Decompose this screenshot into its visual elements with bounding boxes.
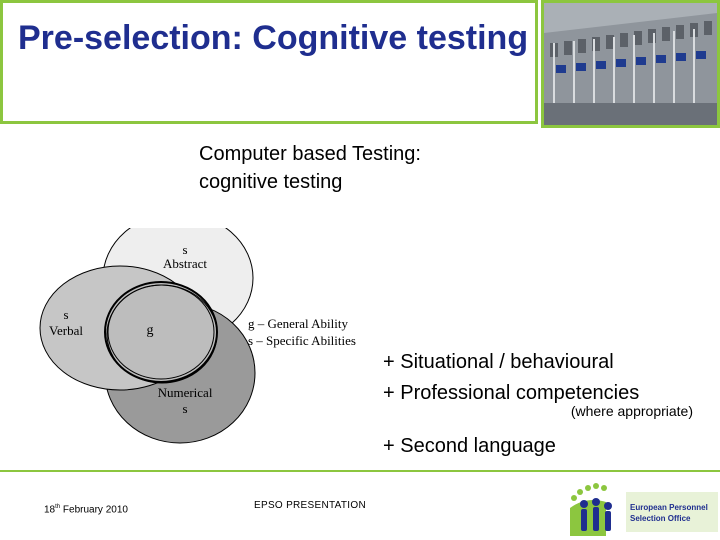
verbal-label: Verbal [49,323,83,338]
logo-line-2: Selection Office [630,514,691,523]
logo-line-1: European Personnel [630,503,708,512]
numerical-s-label: s [182,401,187,416]
subtitle: Computer based Testing: cognitive testin… [199,140,421,196]
building-photo-image [544,3,717,125]
footer-divider [0,470,720,472]
legend-specific-abilities: s – Specific Abilities [248,333,356,348]
title-box: Pre-selection: Cognitive testing [0,0,538,124]
footer-date: 18th February 2010 [44,504,128,515]
bullet-situational: + Situational / behavioural [383,351,614,373]
footer-presentation: EPSO PRESENTATION [254,500,366,511]
legend-general-ability: g – General Ability [248,316,349,331]
bullet-second-language: + Second language [383,435,556,457]
epso-logo: European Personnel Selection Office [570,483,718,536]
verbal-s-label: s [63,307,68,322]
numerical-label: Numerical [158,385,213,400]
abilities-venn-diagram: s Abstract s Verbal g Numerical s [39,228,256,444]
date-rest: February 2010 [60,504,128,516]
date-suffix: th [55,504,61,510]
abstract-label: Abstract [163,256,207,271]
date-day: 18 [44,504,56,516]
abstract-s-label: s [182,242,187,257]
bullet-professional: + Professional competencies [383,382,640,404]
slide-title: Pre-selection: Cognitive testing [18,19,529,57]
bullet-list: + Situational / behavioural + Profession… [383,347,693,462]
subtitle-line-2: cognitive testing [199,171,343,193]
bullet-note: (where appropriate) [570,403,693,419]
subtitle-line-1: Computer based Testing: [199,143,421,165]
g-label: g [147,323,154,338]
venn-legend: g – General Ability s – Specific Abiliti… [248,315,356,349]
building-photo [541,0,720,128]
